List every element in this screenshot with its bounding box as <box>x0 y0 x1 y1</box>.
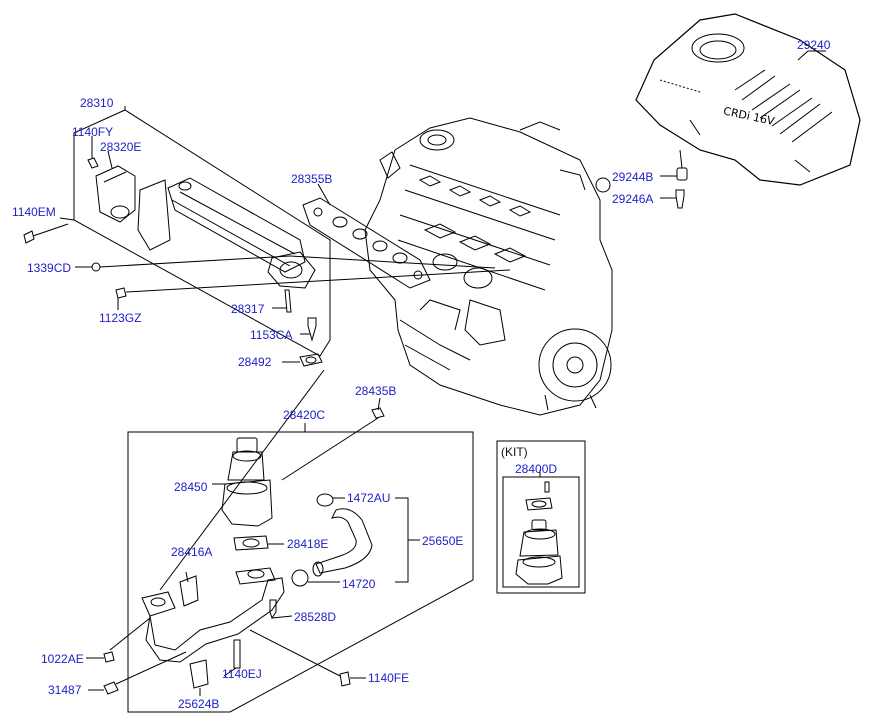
kit-box <box>496 440 586 594</box>
label-29244b: 29244B <box>612 170 654 184</box>
label-1339cd: 1339CD <box>27 261 72 275</box>
gasket-28492 <box>299 353 323 367</box>
kit-inner-box <box>502 476 580 588</box>
label-1140fe: 1140FE <box>368 671 410 685</box>
label-1123gz: 1123GZ <box>99 311 142 325</box>
hose-25650e <box>315 508 373 574</box>
label-29240: 29240 <box>797 38 831 52</box>
label-1140ej: 1140EJ <box>222 667 262 681</box>
egr-cooler <box>137 177 316 289</box>
label-28310: 28310 <box>80 96 114 110</box>
label-1140em: 1140EM <box>12 205 56 219</box>
label-28317: 28317 <box>231 302 265 316</box>
label-28418e: 28418E <box>287 537 329 551</box>
label-1472au: 1472AU <box>347 491 391 505</box>
label-28355b: 28355B <box>291 172 333 186</box>
label-28320e: 28320E <box>100 140 142 154</box>
kit-egr-valve <box>515 481 563 585</box>
label-25650e: 25650E <box>422 534 464 548</box>
label-28435b: 28435B <box>355 384 397 398</box>
label-1022ae: 1022AE <box>41 652 84 666</box>
label-28528d: 28528D <box>294 610 337 624</box>
egr-valve-assembly-outline <box>127 431 474 713</box>
label-31487: 31487 <box>48 683 82 697</box>
label-14720: 14720 <box>342 577 376 591</box>
label-28450: 28450 <box>174 480 208 494</box>
label-29246a: 29246A <box>612 192 654 206</box>
egr-pipe <box>141 567 285 663</box>
gasket-28418e <box>233 535 269 551</box>
kit-title: (KIT) <box>501 445 528 459</box>
egr-actuator <box>95 165 136 223</box>
label-1140fy: 1140FY <box>72 125 114 139</box>
label-28416a: 28416A <box>171 545 213 559</box>
label-28492: 28492 <box>238 355 272 369</box>
label-1153ca: 1153CA <box>250 328 293 342</box>
engine-block <box>364 117 613 416</box>
label-28400d: 28400D <box>515 462 558 476</box>
grommet-29244b <box>676 167 688 181</box>
cover-lettering: CRDi 16V <box>722 105 776 129</box>
nut-1022ae <box>103 651 115 663</box>
egr-valve <box>212 437 273 527</box>
bolt-29246a <box>675 189 685 209</box>
label-25624b: 25624B <box>178 697 220 711</box>
manifold-gasket <box>302 197 431 289</box>
label-28420c: 28420C <box>283 408 326 422</box>
